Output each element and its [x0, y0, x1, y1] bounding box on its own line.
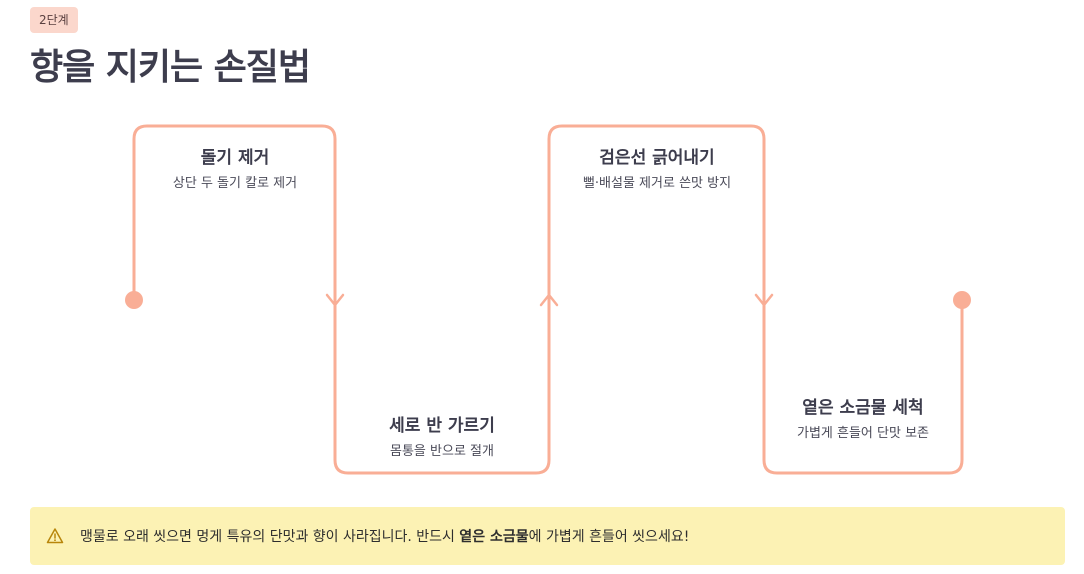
flow-start-dot	[125, 291, 143, 309]
step-description: 몸통을 반으로 절개	[390, 444, 494, 459]
arrow-up-icon	[539, 292, 559, 307]
step-title: 검은선 긁어내기	[599, 148, 715, 168]
step-card-4: 옅은 소금물 세척 가볍게 흔들어 단맛 보존	[783, 393, 943, 442]
step-description: 상단 두 돌기 칼로 제거	[172, 176, 298, 191]
step-title: 돌기 제거	[200, 148, 270, 168]
flow-end-dot	[953, 291, 971, 309]
flow-connector	[132, 124, 964, 475]
arrow-down-icon	[754, 293, 774, 308]
arrow-down-icon	[325, 293, 345, 308]
step-description: 뻘·배설물 제거로 쓴맛 방지	[582, 176, 732, 191]
step-badge: 2단계	[30, 7, 78, 33]
step-card-1: 돌기 제거 상단 두 돌기 칼로 제거	[165, 143, 305, 192]
step-card-2: 세로 반 가르기 몸통을 반으로 절개	[362, 411, 522, 460]
warning-alert: 맹물로 오래 씻으면 멍게 특유의 단맛과 향이 사라집니다. 반드시 옅은 소…	[30, 507, 1065, 565]
step-title: 옅은 소금물 세척	[802, 398, 924, 418]
step-title: 세로 반 가르기	[389, 416, 495, 436]
warning-text: 맹물로 오래 씻으면 멍게 특유의 단맛과 향이 사라집니다. 반드시 옅은 소…	[80, 526, 689, 546]
warning-text-emphasis: 옅은 소금물	[459, 529, 529, 545]
warning-text-after: 에 가볍게 흔들어 씻으세요!	[528, 529, 690, 545]
page-title: 향을 지키는 손질법	[30, 47, 311, 88]
step-description: 가볍게 흔들어 단맛 보존	[797, 426, 929, 441]
warning-icon	[46, 527, 64, 545]
warning-text-before: 맹물로 오래 씻으면 멍게 특유의 단맛과 향이 사라집니다. 반드시	[80, 529, 460, 545]
process-flow-diagram	[125, 124, 971, 475]
step-card-3: 검은선 긁어내기 뻘·배설물 제거로 쓴맛 방지	[577, 143, 737, 192]
